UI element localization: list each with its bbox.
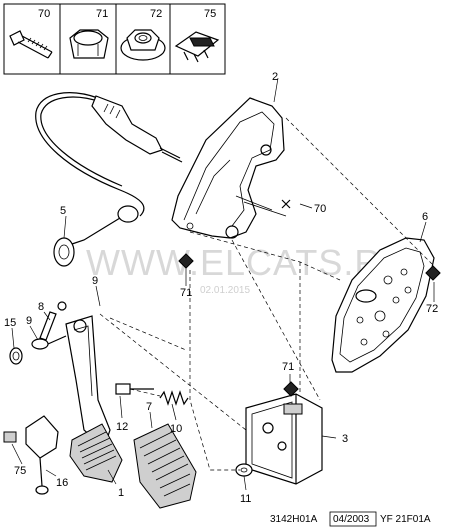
clutch-cable bbox=[35, 92, 183, 267]
callout-75: 75 bbox=[14, 465, 26, 477]
footer-code: YF 21F01A bbox=[380, 514, 431, 525]
pivot-9 bbox=[31, 335, 67, 350]
watermark-site: WWW.ELCATS.RU bbox=[86, 242, 408, 283]
footer-ref: 3142H01A bbox=[270, 514, 318, 525]
callout-6: 6 bbox=[422, 211, 428, 223]
footer: 3142H01A 04/2003 YF 21F01A bbox=[270, 511, 431, 527]
pedal-arm-1 bbox=[65, 315, 123, 483]
switch-16 bbox=[3, 415, 59, 495]
cap-nut-icon bbox=[69, 29, 109, 59]
callout-3: 3 bbox=[342, 433, 348, 445]
switch-box bbox=[245, 393, 323, 485]
gasket-plate bbox=[331, 237, 435, 373]
callout-71-upper: 71 bbox=[180, 287, 192, 299]
bolt-12 bbox=[115, 383, 154, 395]
callout-8: 8 bbox=[38, 301, 44, 313]
alignment-lines bbox=[99, 117, 433, 471]
callout-10: 10 bbox=[170, 423, 182, 435]
header-ref-70: 70 bbox=[38, 8, 50, 20]
callout-71-lower: 71 bbox=[282, 361, 294, 373]
callouts: 1 2 3 5 6 7 8 9 9 10 11 12 15 16 70 71 7… bbox=[4, 71, 438, 505]
watermark-date: 02.01.2015 bbox=[200, 285, 250, 296]
pedal-bracket bbox=[171, 97, 287, 239]
nut-71-marker-a bbox=[178, 253, 194, 269]
header-ref-75: 75 bbox=[204, 8, 216, 20]
callout-9-lower: 9 bbox=[26, 315, 32, 327]
callout-16: 16 bbox=[56, 477, 68, 489]
callout-15: 15 bbox=[4, 317, 16, 329]
nut-71-marker-b bbox=[283, 381, 299, 397]
bushing-15 bbox=[9, 347, 23, 365]
callout-70: 70 bbox=[314, 203, 326, 215]
flange-nut-icon bbox=[120, 29, 166, 61]
connector-clip-icon bbox=[174, 31, 220, 63]
callout-2: 2 bbox=[272, 71, 278, 83]
header-parts-strip: 70 71 72 75 bbox=[3, 3, 226, 75]
header-ref-71: 71 bbox=[96, 8, 108, 20]
nut-72-marker bbox=[425, 265, 441, 281]
callout-12: 12 bbox=[116, 421, 128, 433]
header-ref-72: 72 bbox=[150, 8, 162, 20]
spring-10 bbox=[159, 390, 189, 406]
bolt-icon bbox=[9, 30, 53, 59]
callout-5: 5 bbox=[60, 205, 66, 217]
callout-9-upper: 9 bbox=[92, 275, 98, 287]
callout-11: 11 bbox=[240, 493, 251, 505]
bolt-70-marker bbox=[281, 199, 291, 209]
callout-72: 72 bbox=[426, 303, 438, 315]
callout-7: 7 bbox=[146, 401, 152, 413]
callout-1: 1 bbox=[118, 487, 124, 499]
leader-lines bbox=[11, 77, 435, 491]
pedal-pad-7 bbox=[133, 423, 197, 509]
footer-date: 04/2003 bbox=[333, 514, 370, 525]
